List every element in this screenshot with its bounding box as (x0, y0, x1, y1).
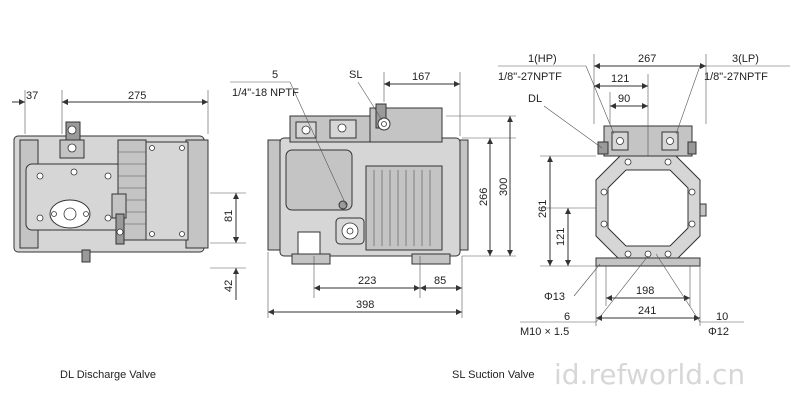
sl-label: SL (349, 69, 362, 81)
dim-300: 300 (498, 178, 510, 196)
dl-label: DL (528, 93, 542, 105)
dim-121-top: 121 (611, 73, 629, 85)
caption-suction-valve: SL Suction Valve (452, 369, 535, 381)
dim-90: 90 (618, 93, 630, 105)
hp-thread: 1/8"-27NPTF (498, 71, 562, 83)
left-view-body (13, 121, 209, 263)
dim-198: 198 (636, 285, 654, 297)
lp-thread: 1/8"-27NPTF (704, 71, 768, 83)
left-view-dimensions: 37 275 81 42 (12, 90, 246, 300)
dim-42: 42 (223, 280, 235, 292)
left-view: 37 275 81 42 (12, 90, 246, 300)
dim-241: 241 (638, 305, 656, 317)
dim-398: 398 (356, 299, 374, 311)
dim-6: 6 (564, 311, 570, 323)
watermark: id.refworld.cn (554, 358, 745, 391)
dim-81: 81 (223, 210, 235, 222)
dim-267: 267 (638, 53, 656, 65)
dim-121-side: 121 (555, 228, 567, 246)
port5-label: 5 (272, 69, 278, 81)
port5-thread: 1/4"-18 NPTF (232, 87, 299, 99)
middle-view-body (267, 103, 469, 265)
dim-phi13: Φ13 (544, 291, 565, 303)
right-view-dimensions: 1(HP) 1/8"-27NPTF 3(LP) 1/8"-27NPTF DL 2… (498, 53, 790, 338)
dim-275: 275 (128, 90, 146, 102)
dim-261: 261 (537, 200, 549, 218)
lp-label: 3(LP) (732, 53, 759, 65)
middle-view-dimensions: 5 1/4"-18 NPTF SL 167 266 300 (230, 69, 516, 318)
dim-85: 85 (434, 275, 446, 287)
middle-view: 5 1/4"-18 NPTF SL 167 266 300 (230, 69, 516, 318)
dim-37: 37 (26, 90, 38, 102)
caption-discharge-valve: DL Discharge Valve (60, 369, 156, 381)
dim-m10: M10 × 1.5 (520, 326, 569, 338)
dim-167: 167 (412, 71, 430, 83)
dim-phi12: Φ12 (708, 326, 729, 338)
dim-10: 10 (716, 311, 728, 323)
hp-label: 1(HP) (528, 53, 557, 65)
dim-223: 223 (358, 275, 376, 287)
middle-view-fins (365, 165, 443, 251)
dim-266: 266 (478, 188, 490, 206)
right-view-body (595, 125, 707, 267)
right-view: 1(HP) 1/8"-27NPTF 3(LP) 1/8"-27NPTF DL 2… (498, 53, 790, 338)
